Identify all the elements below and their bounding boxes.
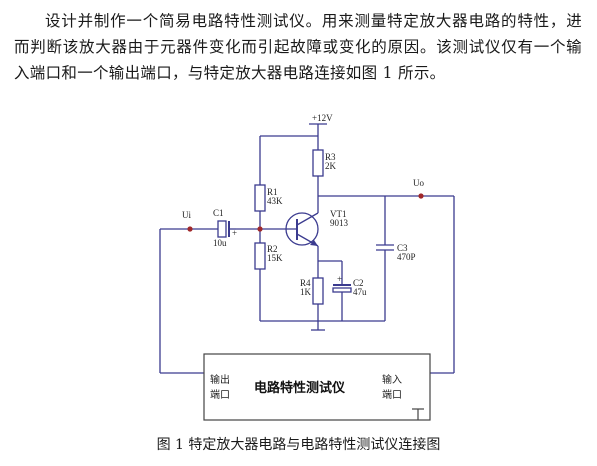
tester-output-port-line1: 输出 [210,373,230,386]
base-node [257,226,263,232]
r1-value: 43K [267,196,283,206]
vt1-value: 9013 [330,218,349,228]
tester-title: 电路特性测试仪 [254,380,346,396]
vt1-name: VT1 [330,209,347,219]
tester-input-port-line1: 输入 [382,373,402,386]
c1-capacitor-body [217,220,227,238]
c2-plate-bottom [332,287,352,293]
c2-value: 47u [353,287,367,297]
c3-name: C3 [397,243,408,253]
ui-label: Ui [182,210,191,220]
vt1-collector-lead [296,212,319,226]
uo-label: Uo [413,178,424,188]
r1-name: R1 [267,187,278,197]
c3-value: 470P [397,252,416,262]
ui-node [187,226,193,232]
c1-plus: + [232,228,237,238]
figure-caption: 图 1 特定放大器电路与电路特性测试仪连接图 [156,437,441,453]
vt1-emitter-arrow [310,240,318,246]
r3-value: 2K [325,161,337,171]
r2-resistor [254,242,266,270]
tester-input-port-line2: 端口 [382,388,402,401]
r4-resistor [312,277,324,305]
r3-resistor [312,149,324,177]
uo-node [418,193,424,199]
r2-value: 15K [267,253,283,263]
c2-plus: + [337,274,342,284]
r1-resistor [254,184,266,212]
tester-output-port-line2: 端口 [210,388,230,401]
r2-name: R2 [267,244,278,254]
c1-value: 10u [213,238,227,248]
r4-name: R4 [300,278,311,288]
supply-label: +12V [312,113,333,123]
r4-value: 1K [300,287,312,297]
c1-name: C1 [213,208,224,218]
c2-name: C2 [353,278,364,288]
r3-name: R3 [325,152,336,162]
description-paragraph: 设计并制作一个简易电路特性测试仪。用来测量特定放大器电路的特性，进而判断该放大器… [14,12,582,82]
tester-box [203,353,431,421]
